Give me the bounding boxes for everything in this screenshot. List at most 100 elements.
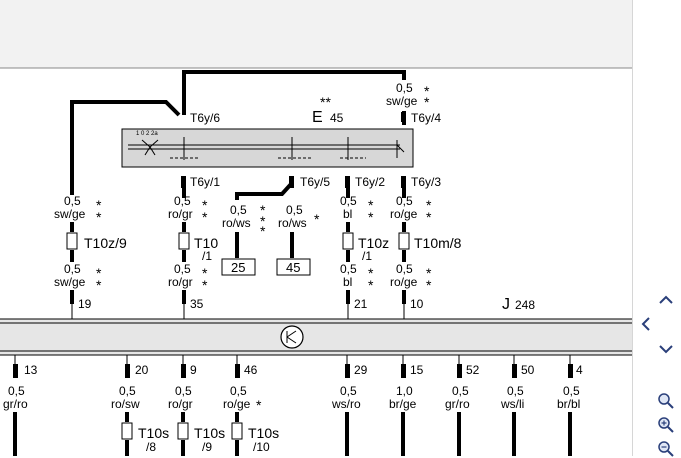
wire-color: ro/gr — [168, 397, 193, 411]
wire-mid-link — [235, 181, 294, 200]
component-sub: 45 — [330, 111, 344, 125]
wire-color: ro/ge — [390, 207, 418, 221]
star: * — [426, 209, 432, 225]
pin-marker — [401, 112, 406, 122]
pin-marker — [345, 176, 350, 188]
header-band — [0, 0, 632, 68]
ref-box — [221, 258, 256, 276]
timer-symbol-icon — [280, 325, 304, 349]
wire-size: 0,5 — [174, 262, 191, 276]
star: * — [96, 277, 102, 293]
connector-sub: /10 — [253, 440, 270, 454]
bus-top-pins: 19 35 21 10 — [78, 297, 424, 311]
wire-color: sw/ge — [54, 275, 86, 289]
wire-size: 1,0 — [396, 384, 413, 398]
pin-t6y2: T6y/2 — [355, 175, 385, 189]
wire-top-right-color: sw/ge — [386, 94, 418, 108]
wire-size: 0,5 — [396, 194, 413, 208]
wire-size: 0,5 — [230, 384, 247, 398]
pin-number: 52 — [466, 363, 480, 377]
mid-connectors: T10z/9 T10 /1 T10z /1 T10m/8 — [66, 232, 462, 263]
component-box — [121, 128, 414, 168]
wire-size: 0,5 — [119, 384, 136, 398]
top-pins: T6y/6 T6y/4 T6y/1 T6y/5 T6y/2 T6y/3 — [190, 111, 441, 189]
pin-number: 50 — [521, 363, 535, 377]
wire-color: gr/ro — [445, 397, 470, 411]
pin-number: 21 — [354, 297, 368, 311]
connector-sub: /9 — [202, 440, 212, 454]
star: * — [368, 197, 374, 213]
wire-color: br/ge — [389, 397, 417, 411]
wire-top-bridge — [182, 70, 406, 115]
wire-size: 0,5 — [340, 262, 357, 276]
wire-color: gr/ro — [3, 397, 28, 411]
wire-size: 0,5 — [286, 203, 303, 217]
star: * — [202, 209, 208, 225]
pin-number: 9 — [190, 363, 197, 377]
star: * — [260, 202, 266, 218]
control-unit-bus — [0, 318, 632, 356]
connector-label: T10z — [358, 235, 389, 251]
bus-bottom-markers — [13, 364, 573, 378]
wire-size: 0,5 — [340, 194, 357, 208]
zoom-out-icon[interactable] — [657, 440, 675, 458]
bottom-connectors: T10s /8 T10s /9 T10s /10 — [121, 422, 279, 454]
bus-feed-wires — [70, 290, 406, 304]
relay-code: J — [502, 296, 510, 313]
star: * — [202, 265, 208, 281]
switch-contacts — [141, 137, 405, 160]
thick-wires — [70, 70, 406, 200]
star: * — [260, 223, 266, 239]
pin-number: 4 — [576, 363, 583, 377]
pin-number: 15 — [410, 363, 424, 377]
pin-t6y5: T6y/5 — [300, 175, 330, 189]
connector-label: T10 — [194, 235, 218, 251]
wire-size: 0,5 — [507, 384, 524, 398]
nav-down-icon[interactable] — [657, 340, 675, 358]
wire-size: 0,5 — [64, 194, 81, 208]
connector-sub: /1 — [362, 249, 372, 263]
relay-sub: 248 — [515, 298, 535, 312]
pin-number: 19 — [78, 297, 92, 311]
wire-size: 0,5 — [563, 384, 580, 398]
connector-label: T10s — [248, 425, 279, 441]
wire-color: ro/ws — [278, 216, 307, 230]
star: * — [424, 94, 430, 110]
bottom-wires — [13, 412, 572, 456]
pin-t6y4: T6y/4 — [411, 111, 441, 125]
connector-symbol — [121, 422, 243, 440]
wire-color: ro/sw — [111, 397, 140, 411]
star: * — [96, 265, 102, 281]
nav-up-icon[interactable] — [657, 291, 675, 309]
wire-top-right-size: 0,5 — [396, 81, 413, 95]
star: * — [426, 277, 432, 293]
star: * — [202, 197, 208, 213]
zoom-icon[interactable] — [657, 392, 675, 410]
component-code: E — [312, 109, 323, 126]
pin-markers-top — [181, 112, 406, 188]
switch-positions: 1 0 2 2a — [136, 131, 158, 137]
connector-label: T10z/9 — [84, 235, 127, 251]
mid-wire-labels: 0,5 sw/ge 0,5 ro/gr 0,5 ro/ws 0,5 ro/ws … — [54, 194, 418, 230]
wire-left-drop — [70, 100, 181, 195]
wire-size: 0,5 — [175, 384, 192, 398]
zoom-in-icon[interactable] — [657, 416, 675, 434]
connector-sub: /1 — [202, 249, 212, 263]
component-stars: ** — [320, 94, 331, 110]
wire-color: ro/ws — [222, 216, 251, 230]
star: * — [256, 397, 262, 413]
wire-color: bl — [343, 275, 352, 289]
low-wire-labels: 0,5 sw/ge 0,5 ro/gr 0,5 bl 0,5 ro/ge — [54, 262, 418, 289]
pin-number: 10 — [410, 297, 424, 311]
pin-number: 20 — [135, 363, 149, 377]
navigation-panel — [632, 0, 681, 456]
star: * — [314, 211, 320, 227]
wire-size: 0,5 — [174, 194, 191, 208]
nav-left-icon[interactable] — [637, 315, 655, 333]
pin-number: 13 — [24, 363, 38, 377]
star: * — [368, 265, 374, 281]
pin-marker — [401, 176, 406, 188]
wire-size: 0,5 — [396, 262, 413, 276]
wire-size: 0,5 — [8, 384, 25, 398]
